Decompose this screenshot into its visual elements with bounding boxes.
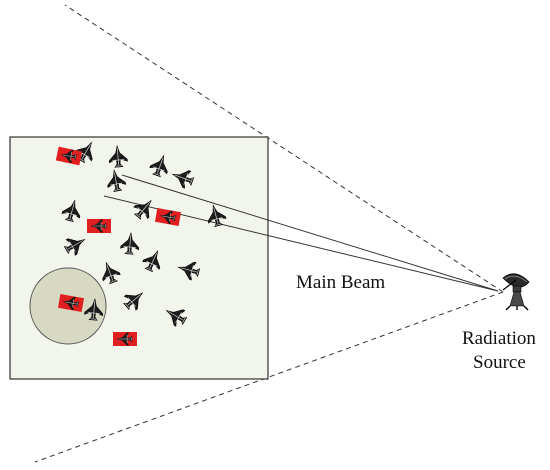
- coverage-lower-dashed-line: [34, 291, 504, 463]
- target-icon: [154, 208, 182, 226]
- target-icon: [55, 146, 83, 166]
- radiation-source-label-line2: Source: [473, 352, 526, 373]
- target-icon: [87, 219, 111, 233]
- main-beam-label: Main Beam: [296, 272, 386, 293]
- target-icon: [57, 294, 85, 312]
- coverage-upper-dashed-line: [64, 4, 504, 293]
- target-area: [9, 136, 269, 380]
- radar-dish-icon: [502, 273, 530, 311]
- target-icon: [113, 332, 137, 346]
- radiation-source-label-line1: Radiation: [462, 328, 536, 349]
- main-beam-upper-line: [121, 174, 499, 292]
